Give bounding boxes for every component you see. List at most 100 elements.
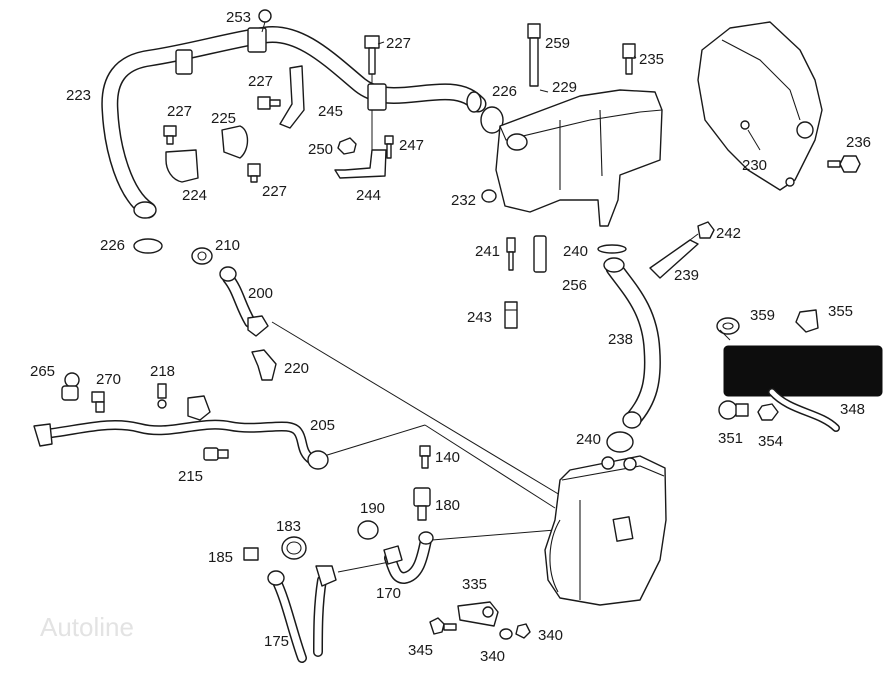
o-ring-240-bottom (606, 431, 634, 453)
label-355: 355 (828, 303, 853, 320)
label-354: 354 (758, 433, 783, 450)
label-140: 140 (435, 449, 460, 466)
label-224: 224 (182, 187, 207, 204)
label-340-right: 340 (538, 627, 563, 644)
cap-232 (481, 189, 497, 203)
label-247: 247 (399, 137, 424, 154)
sleeve-256 (533, 235, 547, 273)
spacer-243 (504, 301, 518, 329)
bolt-227-mid (257, 96, 281, 110)
label-256: 256 (562, 277, 587, 294)
pipe-175 (267, 565, 337, 663)
label-210: 210 (215, 237, 240, 254)
label-236: 236 (846, 134, 871, 151)
bolt-227-left (163, 125, 177, 145)
cover-230 (697, 21, 823, 191)
pipe-205 (33, 395, 329, 470)
label-345: 345 (408, 642, 433, 659)
bolt-270 (91, 391, 105, 413)
label-225: 225 (211, 110, 236, 127)
bracket-335 (457, 601, 499, 627)
label-335: 335 (462, 576, 487, 593)
clip-239 (649, 239, 699, 279)
pipe-200 (219, 266, 269, 337)
label-238: 238 (608, 331, 633, 348)
label-230: 230 (742, 157, 767, 174)
fitting-210 (191, 247, 213, 265)
elbow-220 (251, 349, 277, 381)
nut-250 (337, 137, 357, 155)
washer-340-bottom (499, 628, 513, 640)
label-183: 183 (276, 518, 301, 535)
label-190: 190 (360, 500, 385, 517)
label-239: 239 (674, 267, 699, 284)
label-241: 241 (475, 243, 500, 260)
nut-354 (757, 403, 779, 421)
label-351: 351 (718, 430, 743, 447)
plug-183 (281, 536, 307, 560)
label-226-right: 226 (492, 83, 517, 100)
pipe-170 (383, 531, 434, 584)
bolt-242 (689, 221, 715, 241)
label-175: 175 (264, 633, 289, 650)
label-240-top: 240 (563, 243, 588, 260)
label-180: 180 (435, 497, 460, 514)
air-compressor (544, 455, 667, 606)
label-250: 250 (308, 141, 333, 158)
bolt-340-right (515, 623, 531, 639)
label-229: 229 (552, 79, 577, 96)
bracket-244 (334, 149, 387, 179)
clamp-253 (258, 9, 272, 33)
o-ring-226-left (133, 238, 163, 254)
label-245: 245 (318, 103, 343, 120)
bolt-227-top (364, 35, 380, 75)
label-227-mid: 227 (248, 73, 273, 90)
label-340-bottom: 340 (480, 648, 505, 665)
valve-235 (622, 43, 636, 75)
label-265: 265 (30, 363, 55, 380)
fitting-241 (506, 237, 516, 271)
coolant-hose-223 (101, 25, 487, 219)
bolt-247 (384, 135, 394, 159)
label-270: 270 (96, 371, 121, 388)
label-359: 359 (750, 307, 775, 324)
bracket-245 (279, 65, 305, 129)
expansion-tank-229 (495, 89, 663, 227)
o-ring-240-top (597, 244, 627, 254)
label-220: 220 (284, 360, 309, 377)
bolt-227-bottom (247, 163, 261, 183)
bolt-345 (429, 617, 457, 635)
watermark: Autoline (40, 612, 134, 642)
label-240-bottom: 240 (576, 431, 601, 448)
label-243: 243 (467, 309, 492, 326)
label-215: 215 (178, 468, 203, 485)
label-235: 235 (639, 51, 664, 68)
fitting-355 (795, 309, 819, 333)
fitting-218 (157, 383, 167, 409)
plug-185 (243, 547, 259, 561)
label-348: 348 (840, 401, 865, 418)
label-200: 200 (248, 285, 273, 302)
coolant-hose-238 (603, 257, 661, 429)
sensor-140 (419, 445, 431, 469)
label-244: 244 (356, 187, 381, 204)
component-348 (723, 345, 883, 432)
label-227-left: 227 (167, 103, 192, 120)
leader-stubs (377, 41, 761, 341)
label-227-top: 227 (386, 35, 411, 52)
bolt-259 (527, 23, 541, 87)
label-170: 170 (376, 585, 401, 602)
label-218: 218 (150, 363, 175, 380)
clamp-265 (61, 372, 80, 401)
label-227-bottom: 227 (262, 183, 287, 200)
label-185: 185 (208, 549, 233, 566)
label-232: 232 (451, 192, 476, 209)
bolt-236 (827, 155, 861, 173)
bracket-224 (165, 149, 199, 183)
o-ring-226-right (480, 106, 504, 134)
seal-359 (716, 317, 740, 335)
label-259: 259 (545, 35, 570, 52)
fitting-351 (718, 400, 749, 420)
plug-190 (357, 520, 379, 540)
